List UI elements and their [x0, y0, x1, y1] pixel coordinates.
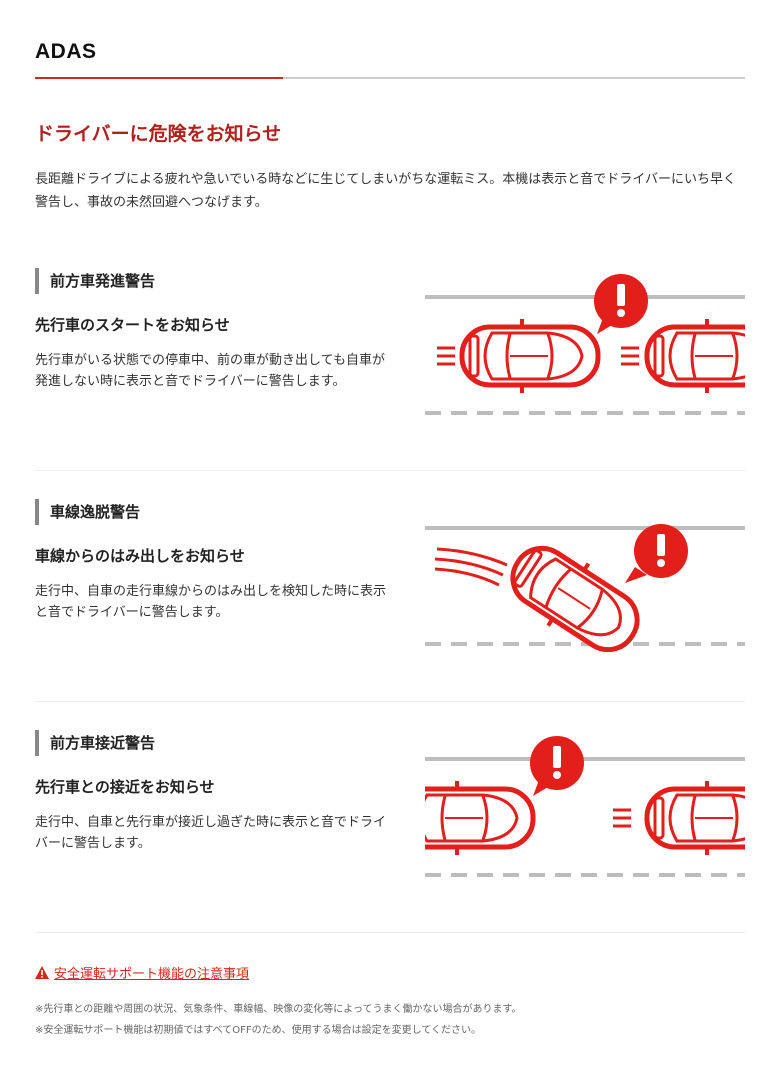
title-underline-accent: [35, 77, 283, 79]
intro-text: 長距離ドライブによる疲れや急いでいる時などに生じてしまいがちな運転ミス。本機は表…: [35, 172, 736, 210]
feature-description: 走行中、自車の走行車線からのはみ出しを検知した時に表示と音でドライバーに警告しま…: [35, 584, 387, 620]
safety-notice: 安全運転サポート機能の注意事項: [35, 963, 249, 982]
section-heading: ドライバーに危険をお知らせ: [35, 123, 282, 145]
feature-front-car-start: 前方車発進警告 先行車のスタートをお知らせ 先行車がいる状態での停車中、前の車が…: [35, 268, 745, 448]
footnote: ※先行車との距離や周囲の状況、気象条件、車線幅、映像の変化等によってうまく働かな…: [35, 1004, 522, 1015]
front-collision-icon: [425, 736, 745, 877]
feature-title: 車線逸脱警告: [35, 499, 140, 525]
title-underline: [35, 77, 745, 79]
page-title: ADAS: [35, 40, 97, 63]
feature-front-collision: 前方車接近警告 先行車との接近をお知らせ 走行中、自車と先行車が接近し過ぎた時に…: [35, 730, 745, 910]
feature-lane-departure: 車線逸脱警告 車線からのはみ出しをお知らせ 走行中、自車の走行車線からのはみ出し…: [35, 499, 745, 679]
feature-subtitle: 先行車のスタートをお知らせ: [35, 316, 230, 334]
feature-subtitle: 先行車との接近をお知らせ: [35, 778, 215, 796]
front-car-start-icon: [425, 274, 745, 415]
section-divider: [35, 470, 745, 471]
section-divider: [35, 701, 745, 702]
lane-departure-icon: [425, 524, 745, 659]
footnote: ※安全運転サポート機能は初期値ではすべてOFFのため、使用する場合は設定を変更し…: [35, 1025, 482, 1036]
section-divider: [35, 932, 745, 933]
warning-triangle-icon: [35, 966, 49, 979]
feature-title: 前方車接近警告: [35, 730, 155, 756]
feature-description: 走行中、自車と先行車が接近し過ぎた時に表示と音でドライバーに警告します。: [35, 815, 387, 851]
feature-title: 前方車発進警告: [35, 268, 155, 294]
feature-description: 先行車がいる状態での停車中、前の車が動き出しても自車が発進しない時に表示と音でド…: [35, 353, 385, 389]
safety-notice-link[interactable]: 安全運転サポート機能の注意事項: [54, 967, 250, 982]
feature-subtitle: 車線からのはみ出しをお知らせ: [35, 547, 245, 565]
